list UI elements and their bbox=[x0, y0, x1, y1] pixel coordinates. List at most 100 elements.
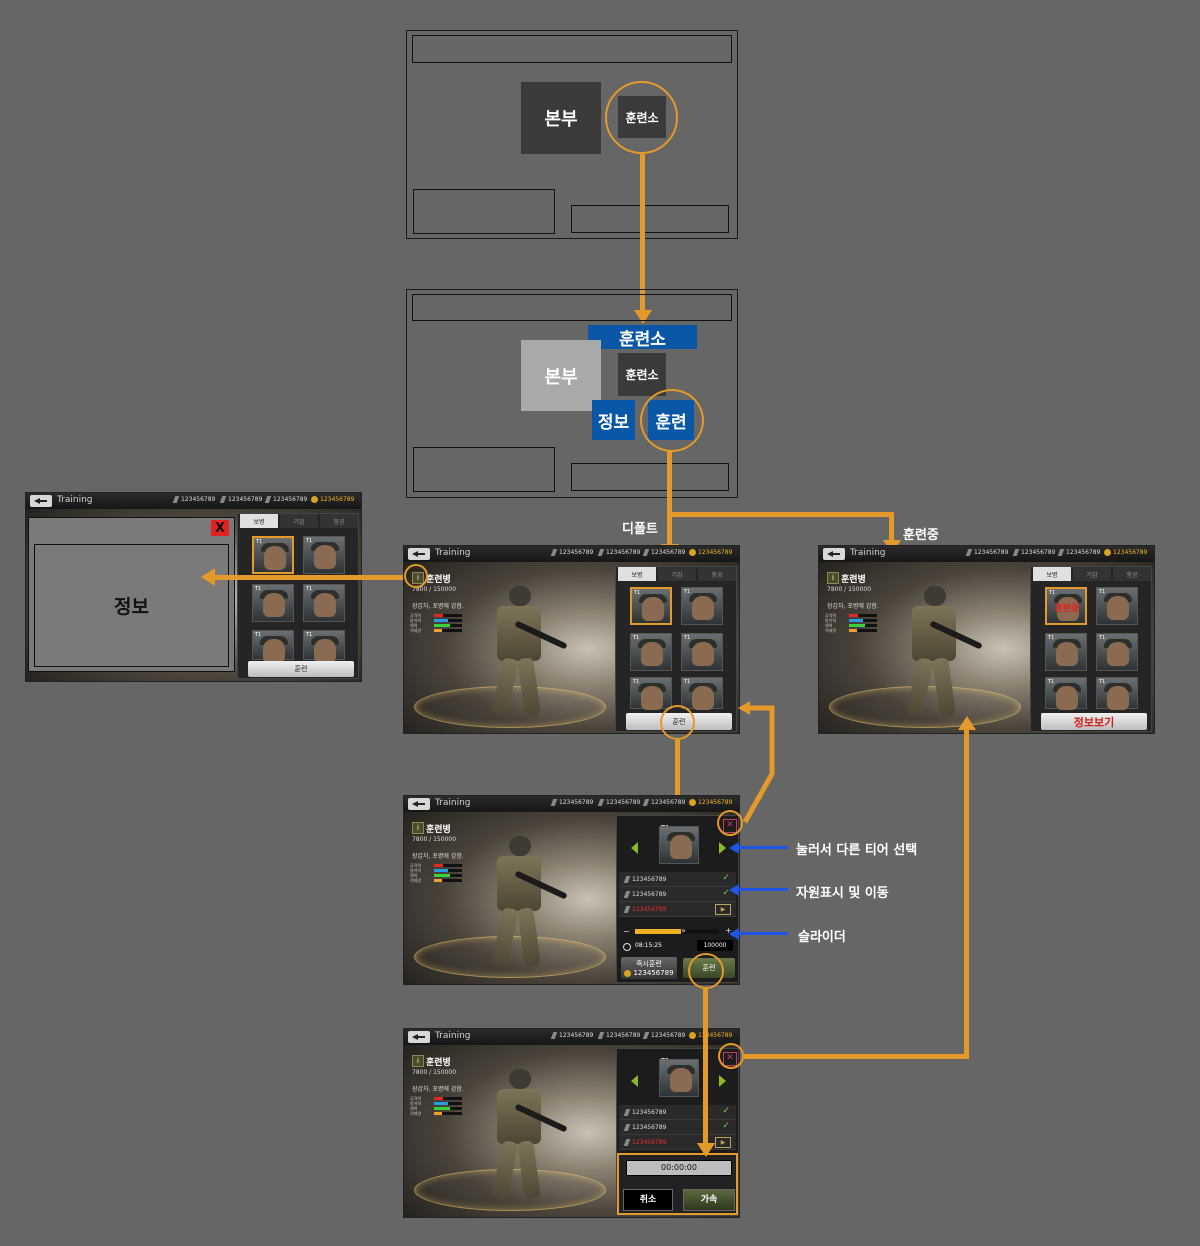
highlight-ring bbox=[640, 389, 704, 452]
tab-armor[interactable]: 기갑 bbox=[280, 514, 318, 528]
hq-building-dimmed[interactable]: 본부 bbox=[521, 340, 601, 411]
stat-defense-label: 방어력 bbox=[825, 618, 837, 623]
unit-slot[interactable]: T1 bbox=[681, 587, 723, 625]
resource-1: 123456789 bbox=[965, 549, 1008, 556]
cost-row[interactable]: 123456789✓ bbox=[619, 887, 736, 902]
stat-hp-bar bbox=[434, 1107, 462, 1110]
highlight-ring bbox=[605, 81, 678, 154]
training-in-progress-screen: Training 123456789 123456789 123456789 1… bbox=[818, 545, 1155, 734]
train-config-panel: T1 ✕ 123456789✓ 123456789✓ 123456789 ▶ 0… bbox=[616, 1048, 739, 1216]
cancel-button[interactable]: 취소 bbox=[623, 1189, 673, 1211]
back-arrow-icon[interactable] bbox=[408, 548, 430, 560]
soldier-image bbox=[479, 836, 569, 971]
tab-infantry[interactable]: 보병 bbox=[240, 514, 278, 528]
train-button[interactable]: 훈련 bbox=[248, 661, 354, 677]
tab-air[interactable]: 항공 bbox=[698, 567, 736, 581]
slider-handle-icon[interactable]: » bbox=[681, 926, 686, 935]
unit-slot[interactable]: T1 bbox=[303, 584, 345, 622]
instant-train-button[interactable]: 즉시훈련 123456789 bbox=[621, 957, 677, 979]
screen-title: Training bbox=[435, 798, 471, 808]
coin-icon bbox=[624, 969, 632, 977]
in-training-badge: 훈련중 bbox=[1054, 604, 1080, 614]
unit-slot[interactable]: T1 bbox=[681, 633, 723, 671]
coin-icon bbox=[689, 549, 696, 556]
minus-button[interactable]: − bbox=[623, 927, 630, 936]
back-arrow-icon[interactable] bbox=[30, 495, 52, 507]
tab-air[interactable]: 항공 bbox=[320, 514, 358, 528]
plus-button[interactable]: + bbox=[725, 926, 732, 935]
unit-slot[interactable]: T1 bbox=[1096, 633, 1138, 671]
back-arrow-icon[interactable] bbox=[823, 548, 845, 560]
annotation-arrow bbox=[738, 888, 788, 891]
highlight-ring bbox=[688, 953, 724, 989]
cost-row-insufficient[interactable]: 123456789 ▶ bbox=[619, 902, 736, 917]
flow-arrow bbox=[214, 575, 406, 580]
wireframe-top-bar bbox=[412, 294, 732, 321]
unit-slot-training[interactable]: T1 훈련중 bbox=[1045, 587, 1087, 625]
unit-slot[interactable]: T1 bbox=[630, 633, 672, 671]
resource-3: 123456789 bbox=[642, 799, 685, 806]
cost-row-insufficient[interactable]: 123456789 ▶ bbox=[619, 1135, 736, 1150]
tab-infantry[interactable]: 보병 bbox=[1033, 567, 1071, 581]
annotation-arrow-head bbox=[729, 928, 739, 940]
unit-slot[interactable]: T1 bbox=[1096, 587, 1138, 625]
info-icon[interactable]: i bbox=[827, 572, 839, 584]
resource-1: 123456789 bbox=[550, 1032, 593, 1039]
unit-slot[interactable]: T1 bbox=[681, 677, 723, 710]
tab-armor[interactable]: 기갑 bbox=[1073, 567, 1111, 581]
back-arrow-icon[interactable] bbox=[408, 1031, 430, 1043]
cost-row[interactable]: 123456789✓ bbox=[619, 1120, 736, 1135]
tab-armor[interactable]: 기갑 bbox=[658, 567, 696, 581]
unit-description: 장갑차, 포병에 강함. bbox=[827, 603, 879, 610]
prev-tier-arrow-icon[interactable] bbox=[631, 1075, 638, 1087]
play-icon[interactable]: ▶ bbox=[715, 904, 731, 915]
next-tier-arrow-icon[interactable] bbox=[719, 842, 726, 854]
info-content: 정보 bbox=[34, 544, 229, 667]
unit-slot[interactable]: T1 bbox=[252, 630, 294, 663]
next-tier-arrow-icon[interactable] bbox=[719, 1075, 726, 1087]
info-view-button[interactable]: 정보보기 bbox=[1041, 713, 1147, 730]
unit-slot[interactable]: T1 bbox=[630, 677, 672, 710]
close-button[interactable]: X bbox=[211, 520, 229, 536]
stat-attack-label: 공격력 bbox=[410, 613, 422, 618]
training-building-selected[interactable]: 훈련소 bbox=[618, 353, 666, 396]
unit-slot[interactable]: T1 bbox=[252, 536, 294, 574]
info-popup-screen: Training 123456789 123456789 123456789 1… bbox=[25, 492, 362, 682]
back-arrow-icon[interactable] bbox=[408, 798, 430, 810]
stat-hp-bar bbox=[434, 624, 462, 627]
info-icon[interactable]: i bbox=[412, 822, 424, 834]
flow-arrow bbox=[667, 512, 894, 517]
highlight-ring bbox=[660, 705, 695, 740]
stat-load-bar bbox=[434, 1112, 462, 1115]
unit-description: 장갑차, 포병에 강함. bbox=[412, 603, 464, 610]
info-button[interactable]: 정보 bbox=[592, 400, 635, 440]
training-default-screen: Training 123456789 123456789 123456789 1… bbox=[403, 545, 740, 734]
unit-slot[interactable]: T1 bbox=[1045, 677, 1087, 710]
stat-defense-label: 방어력 bbox=[410, 868, 422, 873]
prev-tier-arrow-icon[interactable] bbox=[631, 842, 638, 854]
tab-air[interactable]: 항공 bbox=[1113, 567, 1151, 581]
cost-row[interactable]: 123456789✓ bbox=[619, 1105, 736, 1120]
building-name-tag: 훈련소 bbox=[588, 325, 697, 350]
tab-infantry[interactable]: 보병 bbox=[618, 567, 656, 581]
stat-attack-label: 공격력 bbox=[410, 1096, 422, 1101]
unit-slot[interactable]: T1 bbox=[1096, 677, 1138, 710]
cost-row[interactable]: 123456789✓ bbox=[619, 872, 736, 887]
unit-slot[interactable]: T1 bbox=[303, 536, 345, 574]
unit-exp: 7800 / 150000 bbox=[412, 1069, 457, 1076]
unit-slot[interactable]: T1 bbox=[630, 587, 672, 625]
hq-building[interactable]: 본부 bbox=[521, 82, 601, 154]
highlight-ring bbox=[404, 564, 428, 588]
train-config-panel: T1 ✕ 123456789✓ 123456789✓ 123456789 ▶ −… bbox=[616, 815, 739, 983]
info-icon[interactable]: i bbox=[412, 1055, 424, 1067]
unit-slot[interactable]: T1 bbox=[1045, 633, 1087, 671]
play-icon[interactable]: ▶ bbox=[715, 1137, 731, 1148]
wireframe-bottom-left bbox=[413, 189, 555, 234]
unit-slot[interactable]: T1 bbox=[303, 630, 345, 663]
amount-field[interactable]: 100000 bbox=[697, 940, 733, 951]
screen-title: Training bbox=[435, 548, 471, 558]
wireframe-top-bar bbox=[412, 35, 732, 63]
speedup-button[interactable]: 가속 bbox=[683, 1189, 735, 1211]
quantity-slider[interactable]: » bbox=[635, 926, 719, 935]
unit-slot[interactable]: T1 bbox=[252, 584, 294, 622]
